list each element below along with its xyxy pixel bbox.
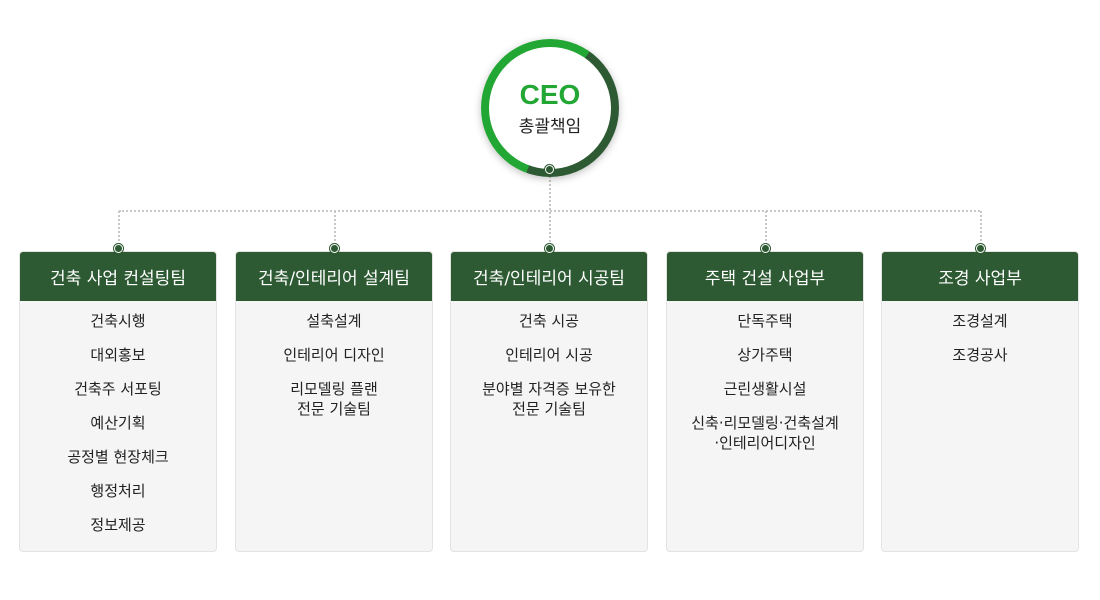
list-item: 건축주 서포팅: [74, 380, 162, 398]
dept-dot: [976, 244, 985, 253]
list-item: 건축시행: [90, 312, 146, 330]
list-item: 인테리어 디자인: [283, 346, 385, 364]
list-item: 건축 시공: [519, 312, 579, 330]
ceo-dot: [545, 165, 554, 174]
department-title: 주택 건설 사업부: [667, 252, 863, 301]
list-item: 분야별 자격증 보유한 전문 기술팀: [482, 380, 616, 418]
ceo-node: CEO 총괄책임: [481, 39, 619, 177]
department-title: 건축/인테리어 시공팀: [451, 252, 647, 301]
ceo-subtitle: 총괄책임: [518, 116, 582, 137]
list-item: 근린생활시설: [723, 380, 807, 398]
list-item: 인테리어 시공: [505, 346, 593, 364]
department-title: 건축/인테리어 설계팀: [236, 252, 432, 301]
list-item: 조경공사: [952, 346, 1008, 364]
list-item: 정보제공: [90, 516, 146, 534]
dept-dot: [761, 244, 770, 253]
list-item: 설축설계: [306, 312, 362, 330]
list-item: 조경설계: [952, 312, 1008, 330]
list-item: 예산기획: [90, 414, 146, 432]
department-title: 건축 사업 컨설팅팀: [20, 252, 216, 301]
dept-dot: [545, 244, 554, 253]
dept-dot: [114, 244, 123, 253]
list-item: 대외홍보: [90, 346, 146, 364]
branch-connector: [119, 210, 980, 212]
department-title: 조경 사업부: [882, 252, 1078, 301]
ceo-title: CEO: [519, 78, 581, 110]
list-item: 리모델링 플랜 전문 기술팀: [290, 380, 378, 418]
dept-connector: [980, 211, 982, 249]
list-item: 상가주택: [737, 346, 793, 364]
dept-connector: [765, 211, 767, 249]
dept-dot: [330, 244, 339, 253]
list-item: 단독주택: [737, 312, 793, 330]
dept-connector: [334, 211, 336, 249]
list-item: 공정별 현장체크: [67, 448, 169, 466]
dept-connector: [118, 211, 120, 249]
list-item: 행정처리: [90, 482, 146, 500]
list-item: 신축·리모델링·건축설계 ·인테리어디자인: [691, 414, 839, 452]
